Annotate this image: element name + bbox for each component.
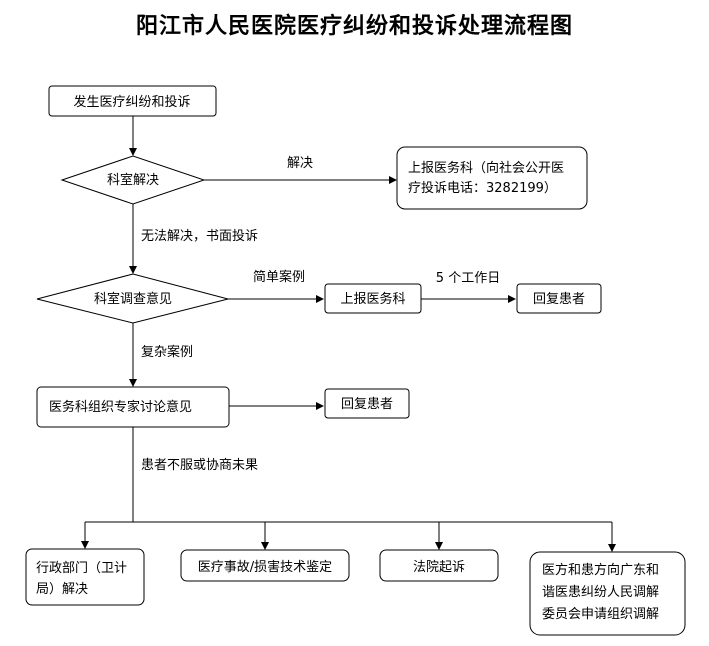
node-reply-patient-2-label: 回复患者: [341, 397, 393, 412]
node-expert-discussion-label: 医务科组织专家讨论意见: [49, 399, 192, 415]
edge-label-resolved: 解决: [287, 156, 313, 171]
node-court: 法院起诉: [379, 549, 499, 582]
node-start: 发生医疗纠纷和投诉: [48, 85, 217, 117]
node-expert-discussion: 医务科组织专家讨论意见: [36, 386, 230, 428]
edge-label-five-days: 5 个工作日: [436, 271, 500, 286]
node-report-medical-1-line2: 疗投诉电话：3282199）: [408, 180, 557, 196]
node-report-medical-1: 上报医务科（向社会公开医 疗投诉电话：3282199）: [396, 146, 588, 210]
node-dept-investigation: 科室调查意见: [36, 273, 229, 324]
node-mediation-line1: 医方和患方向广东和: [542, 562, 659, 578]
edge-label-not-satisfied: 患者不服或协商未果: [141, 458, 258, 473]
node-dept-resolve: 科室解决: [60, 155, 206, 205]
node-dept-resolve-label: 科室解决: [107, 172, 159, 188]
edge-label-complex-case: 复杂案例: [141, 345, 193, 360]
node-report-medical-2: 上报医务科: [324, 283, 422, 314]
edge-label-simple-case: 简单案例: [253, 269, 305, 285]
node-reply-patient-2: 回复患者: [324, 388, 410, 419]
node-reply-patient-1: 回复患者: [516, 283, 602, 314]
node-admin-line2: 局）解决: [36, 582, 88, 597]
node-admin: 行政部门（卫计 局）解决: [25, 548, 145, 606]
node-admin-line1: 行政部门（卫计: [36, 561, 127, 576]
node-start-label: 发生医疗纠纷和投诉: [73, 94, 190, 110]
node-appraisal: 医疗事故/损害技术鉴定: [180, 549, 350, 582]
edge-label-unresolved: 无法解决，书面投诉: [141, 228, 258, 244]
node-appraisal-label: 医疗事故/损害技术鉴定: [198, 559, 332, 575]
node-dept-investigation-label: 科室调查意见: [94, 291, 172, 307]
node-report-medical-2-label: 上报医务科: [340, 291, 405, 307]
node-report-medical-1-line1: 上报医务科（向社会公开医: [408, 160, 564, 176]
node-mediation-line3: 委员会申请组织调解: [542, 607, 659, 622]
node-reply-patient-1-label: 回复患者: [533, 292, 585, 307]
node-court-label: 法院起诉: [413, 560, 465, 575]
page-title: 阳江市人民医院医疗纠纷和投诉处理流程图: [135, 14, 573, 39]
node-mediation: 医方和患方向广东和 谐医患纠纷人民调解 委员会申请组织调解: [529, 551, 686, 636]
node-mediation-line2: 谐医患纠纷人民调解: [542, 585, 659, 600]
